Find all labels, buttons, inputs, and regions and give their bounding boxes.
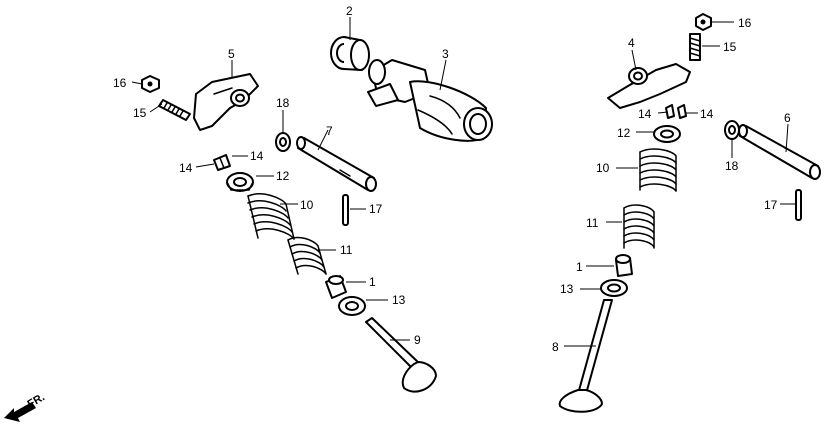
- spring-seat-right-part: [600, 279, 628, 297]
- front-direction-indicator: FR.: [4, 391, 47, 422]
- valve-right-part: [558, 299, 613, 413]
- inner-spring-left-part: [287, 236, 327, 275]
- callout-7: 7: [326, 124, 333, 138]
- outer-spring-right-part: [639, 148, 677, 192]
- adjuster-screw-left-part: [158, 99, 191, 121]
- callout-18-right: 18: [725, 159, 739, 173]
- callout-15-left: 15: [133, 106, 147, 120]
- callout-10-right: 10: [596, 161, 610, 175]
- rocker-shaft-left-part: [296, 136, 377, 192]
- cotter-left-part: [213, 154, 231, 171]
- callout-3: 3: [442, 47, 449, 61]
- outer-spring-left-part: [247, 193, 295, 240]
- callout-8: 8: [552, 340, 559, 354]
- valve-seal-left-part: [325, 275, 347, 299]
- callout-17-left: 17: [369, 202, 383, 216]
- callout-18-left: 18: [276, 96, 290, 110]
- callout-14-left-a: 14: [179, 161, 193, 175]
- callout-11-left: 11: [340, 243, 353, 257]
- spring-seat-left-part: [338, 296, 366, 316]
- adjuster-nut-left-part: [141, 75, 160, 93]
- inner-spring-right-part: [623, 204, 655, 249]
- callout-17-right: 17: [764, 198, 778, 212]
- front-direction-label: FR.: [26, 391, 47, 410]
- callout-1-right: 1: [576, 260, 583, 274]
- callout-12-left: 12: [276, 169, 290, 183]
- adjuster-screw-right-part: [689, 33, 701, 61]
- callout-16-left: 16: [113, 76, 127, 90]
- callout-13-left: 13: [392, 293, 406, 307]
- callout-15-right: 15: [723, 40, 737, 54]
- retainer-left-part: [226, 172, 254, 192]
- callout-6: 6: [784, 111, 791, 125]
- callout-16-right: 16: [738, 16, 752, 30]
- pin-right-part: [795, 189, 802, 221]
- callout-2: 2: [346, 4, 353, 18]
- callout-13-right: 13: [560, 282, 574, 296]
- camshaft-part: [367, 59, 493, 142]
- callout-9: 9: [414, 333, 421, 347]
- rocker-shaft-right-part: [738, 124, 821, 180]
- callout-11-right: 11: [586, 216, 599, 230]
- leader-lines: [131, 17, 796, 347]
- callout-labels: 2 3 5 16 15 18 7 14 14 12 10 17 11 1 13 …: [113, 4, 791, 354]
- retainer-right-part: [653, 125, 681, 143]
- valve-seal-right-part: [615, 254, 633, 277]
- washer-left-part: [275, 132, 291, 152]
- valve-left-part: [365, 317, 437, 393]
- camshaft-bearing-part: [330, 36, 370, 71]
- washer-right-part: [724, 120, 740, 140]
- cotter-right-part: [665, 104, 687, 119]
- callout-5: 5: [228, 47, 235, 61]
- adjuster-nut-right-part: [695, 13, 712, 31]
- rocker-arm-right-part: [607, 63, 691, 109]
- callout-10-left: 10: [300, 198, 314, 212]
- callout-14-right-a: 14: [638, 107, 652, 121]
- rocker-arm-left-part: [193, 73, 259, 131]
- callout-1-left: 1: [369, 275, 376, 289]
- pin-left-part: [342, 194, 349, 226]
- callout-4: 4: [628, 36, 635, 50]
- callout-12-right: 12: [617, 126, 631, 140]
- callout-14-right-b: 14: [700, 107, 714, 121]
- callout-14-left-b: 14: [250, 149, 264, 163]
